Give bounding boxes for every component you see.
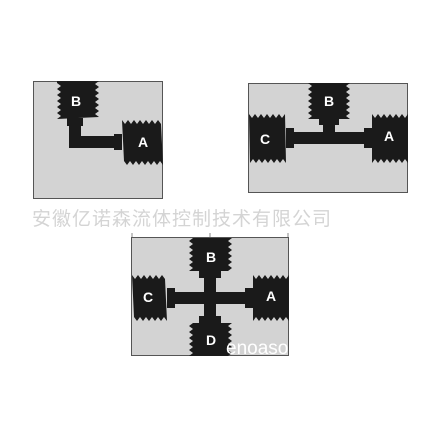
cross-port-d-label: D: [206, 332, 216, 348]
elbow-port-a-label: A: [138, 134, 148, 150]
elbow-port-b-label: B: [71, 93, 81, 109]
cross-port-c: C: [132, 275, 167, 321]
threaded-port-body: [57, 81, 99, 119]
elbow-port-a: A: [122, 120, 163, 165]
tee-port-b: B: [308, 83, 350, 119]
elbow-pipe: [67, 118, 122, 150]
watermark-latin: enoaso: [226, 338, 288, 359]
cross-pipe: [167, 271, 253, 323]
cross-port-a-label: A: [266, 288, 276, 304]
tee-panel: B C A: [248, 83, 408, 193]
threaded-port-body: [189, 323, 232, 356]
threaded-port-body: [122, 120, 163, 165]
threaded-port-body: [308, 83, 350, 119]
threaded-port-body: [372, 114, 408, 163]
cross-port-c-label: C: [143, 289, 153, 305]
elbow-panel: B A: [33, 81, 163, 199]
tee-pipe: [286, 118, 372, 148]
cross-port-d: D: [189, 323, 232, 356]
threaded-port-body: [189, 238, 232, 271]
tee-port-a-label: A: [384, 128, 394, 144]
threaded-port-body: [249, 114, 286, 163]
tee-port-c-label: C: [260, 131, 270, 147]
elbow-port-b: B: [57, 81, 99, 119]
cross-port-a: A: [253, 275, 289, 321]
tee-port-a: A: [372, 114, 408, 163]
tee-port-c: C: [249, 114, 286, 163]
threaded-port-body: [253, 275, 289, 321]
cross-panel: B C A D enoaso: [131, 237, 289, 359]
cross-port-b-label: B: [206, 249, 216, 265]
threaded-port-body: [132, 275, 167, 321]
cross-panel-ticks: [131, 233, 289, 237]
tee-port-b-label: B: [324, 93, 334, 109]
watermark-company: 安徽亿诺森流体控制技术有限公司: [32, 208, 332, 230]
cross-port-b: B: [189, 238, 232, 271]
